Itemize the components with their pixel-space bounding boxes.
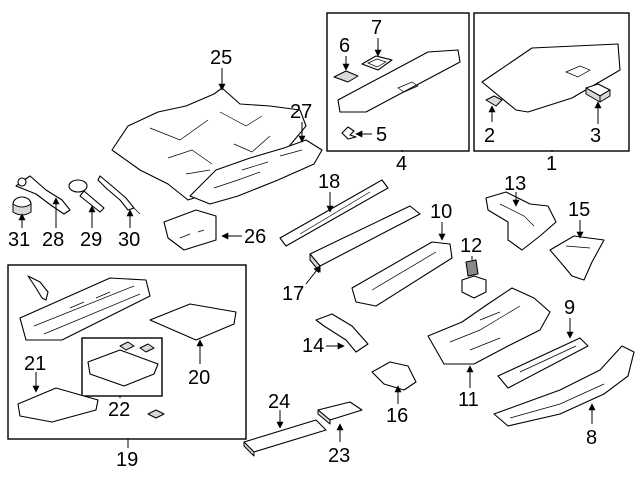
callout-27: 27 (290, 101, 312, 123)
callout-31: 31 (8, 229, 30, 251)
callout-12: 12 (460, 235, 482, 257)
part-13-bracket (485, 191, 557, 251)
callout-16: 16 (386, 405, 408, 427)
part-9-bracket-strip (497, 337, 589, 389)
part-27-rear-carpet (189, 139, 323, 205)
callout-22: 22 (108, 399, 130, 421)
part-10-storage-tray (351, 241, 453, 307)
part-24-sill-plate (243, 419, 327, 457)
part-26-floor-mat (163, 209, 217, 251)
callout-21: 21 (24, 353, 46, 375)
callout-28: 28 (42, 229, 64, 251)
callout-26: 26 (244, 226, 266, 248)
callout-10: 10 (430, 201, 452, 223)
callout-2: 2 (484, 125, 495, 147)
part-18-sill-plate (279, 179, 389, 247)
callout-3: 3 (590, 125, 601, 147)
callout-4: 4 (396, 153, 407, 175)
callout-23: 23 (328, 445, 350, 467)
callout-25: 25 (210, 47, 232, 69)
callout-1: 1 (546, 153, 557, 175)
part-8-scuff-plate (493, 345, 635, 427)
part-22-tray (87, 341, 165, 419)
callout-17: 17 (282, 283, 304, 305)
part-3-block (585, 83, 611, 103)
part-12-retainer (461, 259, 487, 299)
part-6-clip (333, 70, 359, 83)
part-29-tow-hook (68, 179, 105, 213)
callout-15: 15 (568, 199, 590, 221)
part-16-trim-piece (371, 361, 417, 391)
callout-7: 7 (371, 17, 382, 39)
part-1-cargo-floor-panel (481, 43, 621, 113)
part-21-cover (17, 387, 99, 423)
part-23-plate (317, 401, 363, 425)
callout-18: 18 (318, 171, 340, 193)
callout-19: 19 (116, 449, 138, 471)
part-20-cover (149, 303, 237, 341)
part-19-tool-tray (19, 275, 151, 341)
part-31-cap (12, 196, 32, 216)
group-box-22 (81, 337, 163, 397)
part-14-trim-piece (315, 313, 369, 353)
group-box-4 (326, 12, 470, 152)
callout-13: 13 (504, 173, 526, 195)
part-5-clip (341, 126, 357, 140)
callout-24: 24 (268, 391, 290, 413)
callout-20: 20 (188, 367, 210, 389)
callout-9: 9 (564, 297, 575, 319)
part-4-panel (337, 49, 461, 113)
part-11-floor-tray (427, 287, 551, 365)
callout-29: 29 (80, 229, 102, 251)
callout-6: 6 (339, 35, 350, 57)
part-2-clip (485, 95, 503, 107)
part-15-bracket (549, 235, 605, 281)
callout-30: 30 (118, 229, 140, 251)
leader-17 (305, 265, 321, 285)
part-7-cover (361, 55, 393, 71)
callout-14: 14 (302, 335, 324, 357)
group-box-19 (7, 264, 247, 440)
callout-8: 8 (586, 427, 597, 449)
callout-5: 5 (376, 124, 387, 146)
callout-11: 11 (458, 389, 479, 411)
part-25-floor-carpet (111, 87, 307, 201)
